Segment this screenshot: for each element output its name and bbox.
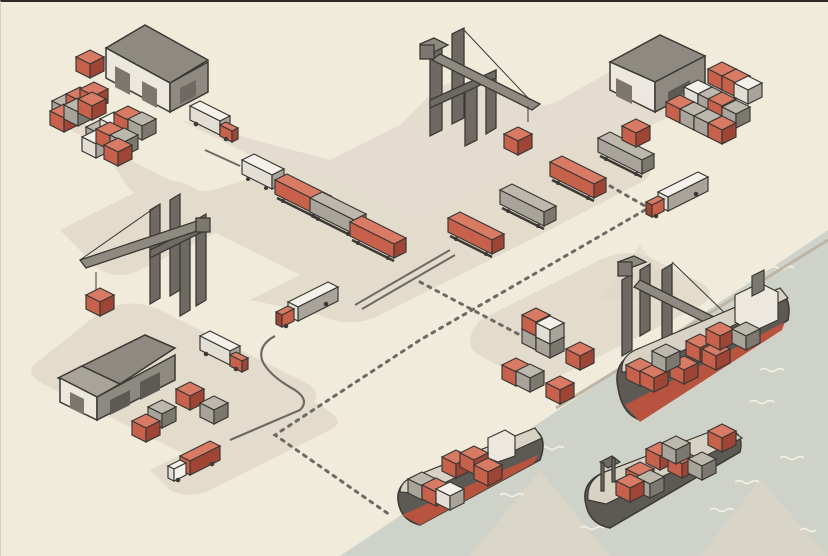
gantry-crane-dock — [616, 255, 752, 358]
cargo-ship-bottom-left — [397, 427, 544, 526]
truck — [166, 440, 222, 483]
warehouse-top-left — [104, 24, 210, 114]
gantry-crane-top — [419, 26, 542, 148]
cargo-ship-large — [616, 269, 790, 422]
warehouse-bottom-left — [56, 334, 177, 422]
warehouse-top-right — [608, 34, 707, 114]
road-line — [229, 335, 306, 442]
cargo-ship-bottom-right — [584, 423, 744, 529]
rail-track — [204, 149, 456, 310]
gantry-crane-left — [78, 192, 211, 318]
dotted-route — [272, 184, 647, 517]
